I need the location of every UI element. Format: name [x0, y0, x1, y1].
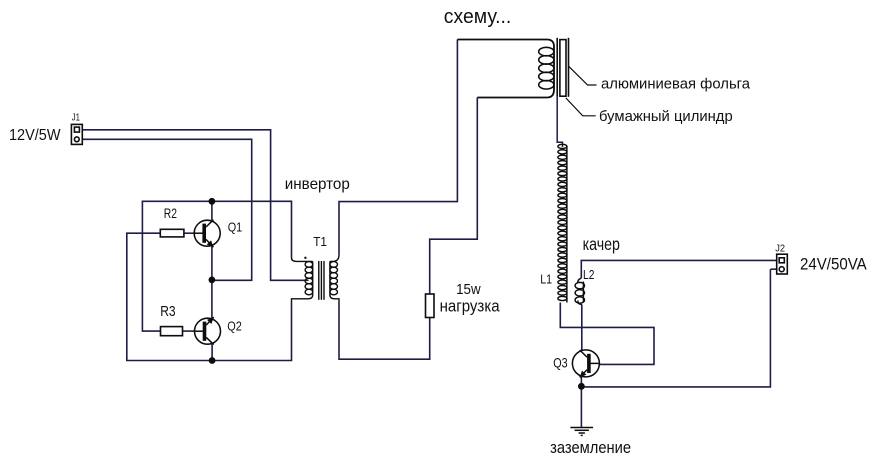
svg-text:нагрузка: нагрузка: [440, 298, 501, 316]
svg-text:R3: R3: [160, 304, 175, 320]
svg-text:J1: J1: [72, 113, 81, 124]
svg-text:Q2: Q2: [227, 318, 242, 333]
svg-text:алюминиевая фольга: алюминиевая фольга: [601, 77, 751, 93]
svg-text:L1: L1: [540, 272, 552, 287]
svg-text:инвертор: инвертор: [285, 176, 350, 193]
svg-text:заземление: заземление: [550, 439, 631, 457]
svg-text:бумажный цилиндр: бумажный цилиндр: [599, 109, 733, 125]
svg-text:T1: T1: [313, 234, 327, 249]
svg-text:J2: J2: [775, 242, 785, 254]
svg-text:R2: R2: [164, 206, 177, 221]
svg-text:L2: L2: [583, 267, 594, 282]
svg-text:12V/5W: 12V/5W: [9, 127, 61, 144]
svg-text:качер: качер: [583, 234, 620, 254]
svg-text:Q3: Q3: [553, 355, 568, 370]
svg-text:Q1: Q1: [228, 220, 243, 235]
svg-text:схему...: схему...: [444, 5, 512, 28]
svg-text:15w: 15w: [456, 281, 481, 298]
svg-text:24V/50VA: 24V/50VA: [800, 254, 867, 273]
